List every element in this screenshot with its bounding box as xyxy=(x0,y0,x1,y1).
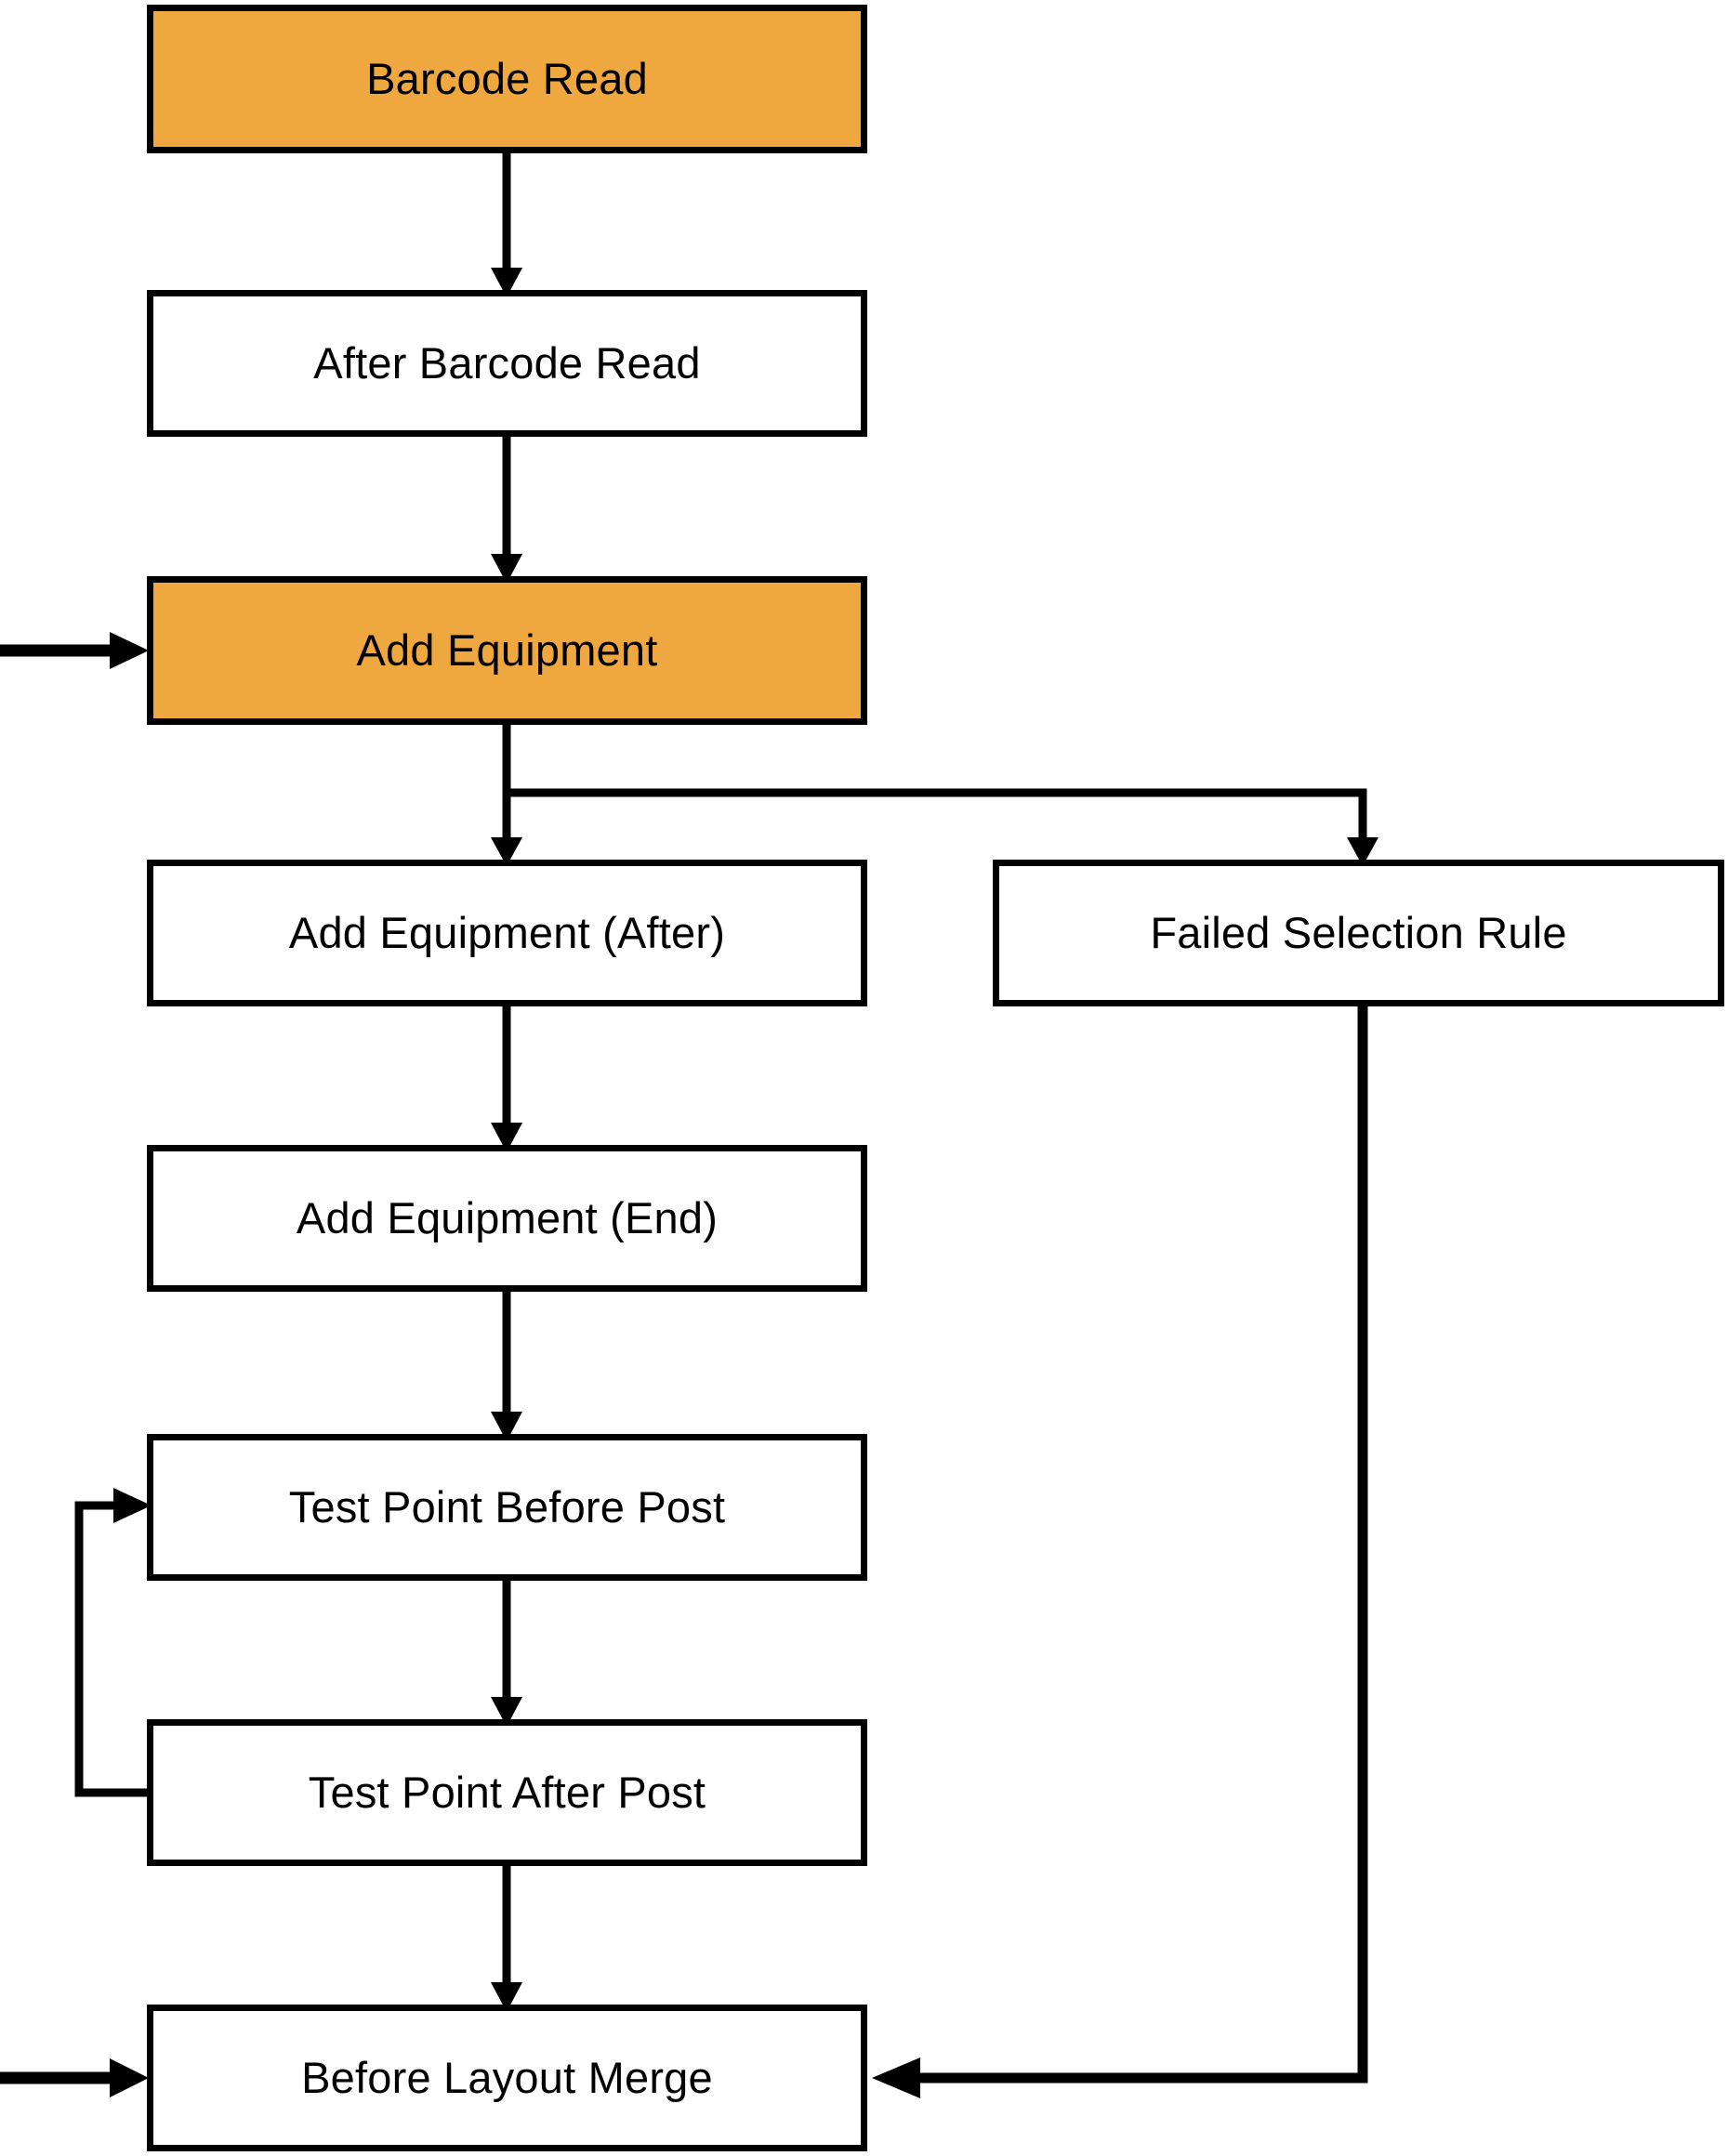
node-barcode-read[interactable]: Barcode Read xyxy=(147,5,867,153)
node-add-equipment[interactable]: Add Equipment xyxy=(147,576,867,725)
edge-test-point-after-post-to-before-layout-merge xyxy=(491,1866,522,2012)
edge-add-equipment-to-failed-selection-rule xyxy=(507,788,1378,866)
node-add-equipment-end[interactable]: Add Equipment (End) xyxy=(147,1145,867,1292)
node-test-point-after-post[interactable]: Test Point After Post xyxy=(147,1719,867,1866)
edge-external-to-add-equipment xyxy=(0,632,149,669)
edge-after-barcode-read-to-add-equipment xyxy=(491,437,522,584)
node-label: Failed Selection Rule xyxy=(1150,908,1567,958)
node-after-barcode-read[interactable]: After Barcode Read xyxy=(147,290,867,437)
node-label: Before Layout Merge xyxy=(301,2053,713,2103)
node-test-point-before-post[interactable]: Test Point Before Post xyxy=(147,1434,867,1581)
node-label: Test Point Before Post xyxy=(288,1482,726,1532)
node-failed-selection-rule[interactable]: Failed Selection Rule xyxy=(993,860,1724,1006)
node-label: After Barcode Read xyxy=(313,338,701,388)
edge-test-point-before-post-to-test-point-after-post xyxy=(491,1581,522,1727)
node-add-equipment-after[interactable]: Add Equipment (After) xyxy=(147,860,867,1006)
edge-add-equipment-end-to-test-point-before-post xyxy=(491,1292,522,1441)
edge-external-to-before-layout-merge xyxy=(0,2058,149,2097)
node-label: Add Equipment (End) xyxy=(296,1193,719,1243)
edge-add-equipment-to-add-equipment-after xyxy=(491,725,522,866)
edge-failed-selection-rule-to-before-layout-merge xyxy=(872,1006,1368,2098)
node-label: Test Point After Post xyxy=(308,1768,706,1818)
edge-barcode-read-to-after-barcode-read xyxy=(491,153,522,297)
node-label: Add Equipment (After) xyxy=(288,908,726,958)
edge-test-point-after-post-loopback xyxy=(74,1488,152,1797)
node-label: Add Equipment xyxy=(356,625,658,676)
node-label: Barcode Read xyxy=(366,54,648,104)
edge-add-equipment-after-to-add-equipment-end xyxy=(491,1006,522,1152)
node-before-layout-merge[interactable]: Before Layout Merge xyxy=(147,2005,867,2151)
